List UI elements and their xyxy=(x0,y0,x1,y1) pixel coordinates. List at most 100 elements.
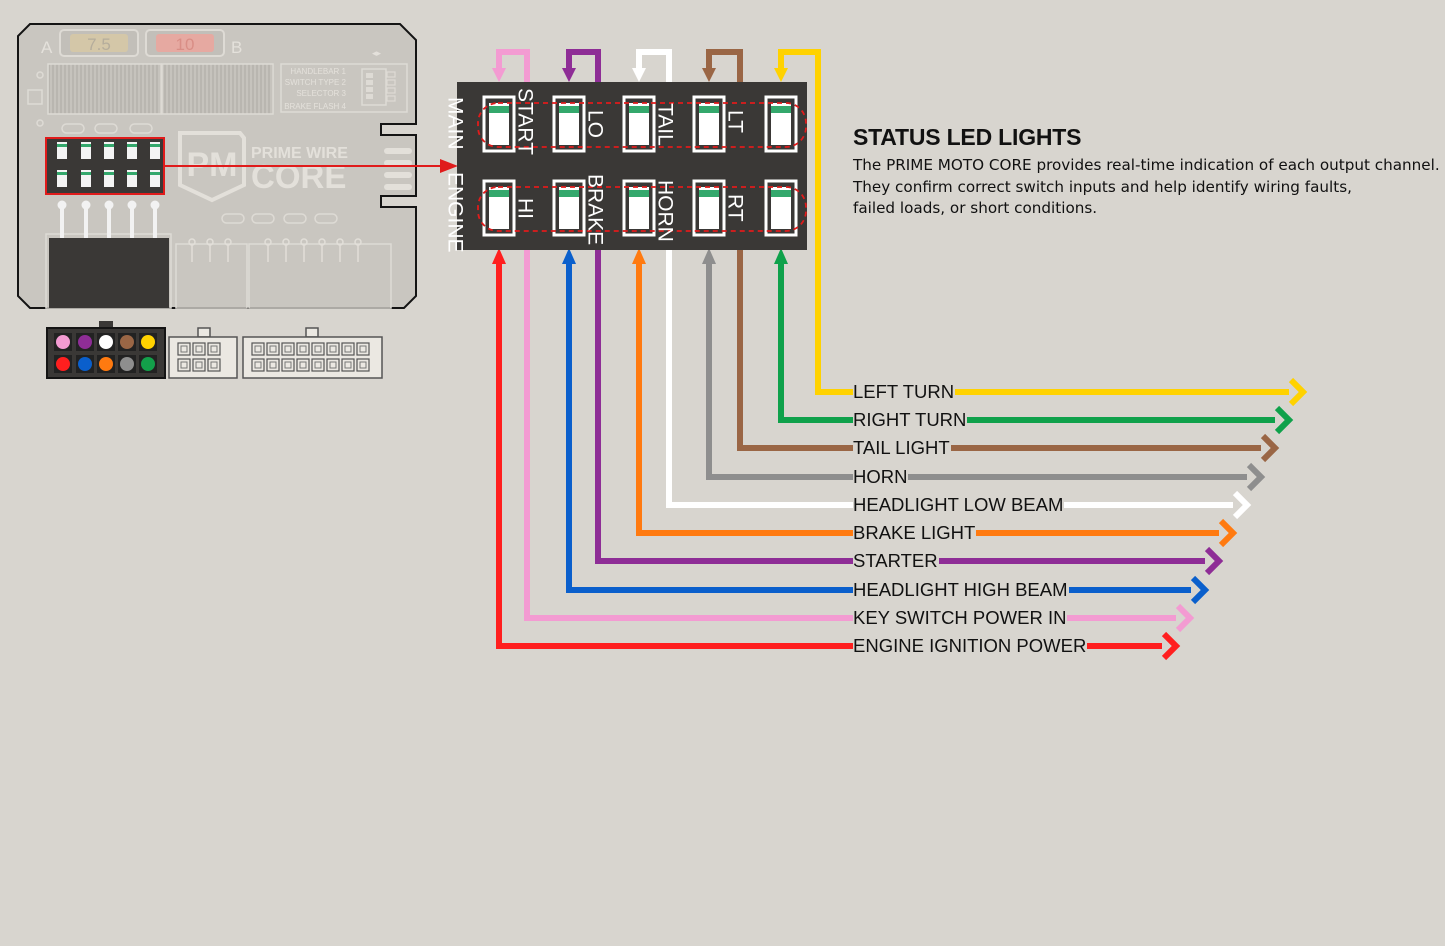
large-connector-cell-0-6 xyxy=(341,342,355,356)
aux-pin-4 xyxy=(282,238,290,246)
led-body-bottom-3 xyxy=(699,187,719,229)
connector-pin-top-0 xyxy=(56,335,70,349)
wire-8 xyxy=(496,49,1176,621)
aux-pin-7 xyxy=(336,238,344,246)
wire-6 xyxy=(566,49,1205,564)
connector-pin-top-4 xyxy=(141,335,155,349)
wire-label-key-switch: KEY SWITCH POWER IN xyxy=(853,607,1068,628)
connector-pin-bottom-1 xyxy=(78,357,92,371)
mini-led-top-3 xyxy=(127,142,137,159)
wire-entry-arrow-6 xyxy=(562,68,576,82)
status-line-1: The PRIME MOTO CORE provides real-time i… xyxy=(853,156,1440,174)
led-frame-bottom-1 xyxy=(552,179,586,237)
mini-led-top-0 xyxy=(57,142,67,159)
large-connector-cell-0-1 xyxy=(266,342,280,356)
wire-output-arrow-8 xyxy=(1175,603,1195,633)
dip-switch xyxy=(361,68,387,106)
logo: PM PRIME WIRE CORE xyxy=(178,131,348,203)
aux-pin-3 xyxy=(264,238,272,246)
large-connector-cell-0-7 xyxy=(356,342,370,356)
large-connector-cell-1-0 xyxy=(251,358,265,372)
led-frame-top-4 xyxy=(764,95,798,153)
switch-setting-4: BRAKE FLASH 4 xyxy=(284,102,346,111)
aux-pin-8 xyxy=(354,238,362,246)
led-body-bottom-2 xyxy=(629,187,649,229)
led-indicator-top-3 xyxy=(699,106,719,113)
status-line-2: They confirm correct switch inputs and h… xyxy=(853,177,1352,196)
wire-entry-arrow-9 xyxy=(492,248,506,264)
led-label-horn: HORN xyxy=(654,180,677,242)
large-connector-cell-1-4 xyxy=(311,358,325,372)
status-title: STATUS LED LIGHTS xyxy=(853,124,1082,150)
wire-entry-arrow-5 xyxy=(632,248,646,264)
aux-pin-6 xyxy=(318,238,326,246)
mini-led-bottom-3 xyxy=(127,170,137,187)
led-indicator-top-0 xyxy=(489,106,509,113)
led-body-top-3 xyxy=(699,103,719,145)
led-frame-top-2 xyxy=(622,95,656,153)
fuse-a-value: 7.5 xyxy=(87,35,111,54)
led-indicator-bottom-3 xyxy=(699,190,719,197)
wire-output-arrow-5 xyxy=(1218,518,1238,548)
led-indicator-bottom-2 xyxy=(629,190,649,197)
mini-led-indicator-top-1 xyxy=(81,144,91,147)
device-pin-1 xyxy=(81,200,91,210)
side-label-a: A xyxy=(41,38,53,57)
connector-housing xyxy=(49,238,169,308)
wire-entry-arrow-3 xyxy=(702,248,716,264)
wire-3 xyxy=(706,264,1247,480)
device-pin-4 xyxy=(150,200,160,210)
mini-led-top-1 xyxy=(81,142,91,159)
led-body-bottom-1 xyxy=(559,187,579,229)
small-connector-cell-0-0 xyxy=(177,342,191,356)
logo-top-text: PRIME WIRE xyxy=(251,145,348,162)
wire-5 xyxy=(636,264,1219,536)
large-connector-cell-1-6 xyxy=(341,358,355,372)
aux-pin-2 xyxy=(224,238,232,246)
small-connector-cell-1-2 xyxy=(207,358,221,372)
led-indicator-bottom-0 xyxy=(489,190,509,197)
arrows-icon: ◂▸ xyxy=(372,49,382,59)
wire-1 xyxy=(778,264,1275,423)
led-body-top-4 xyxy=(771,103,791,145)
wire-output-arrow-4 xyxy=(1232,490,1252,520)
led-label-lt: LT xyxy=(724,110,747,133)
led-body-top-1 xyxy=(559,103,579,145)
led-label-lo: LO xyxy=(584,110,607,138)
wire-output-arrow-6 xyxy=(1204,546,1224,576)
wire-label-left-turn: LEFT TURN xyxy=(853,381,956,402)
mini-led-indicator-bottom-1 xyxy=(81,172,91,175)
led-label-tail: TAIL xyxy=(654,103,677,146)
mini-led-indicator-bottom-4 xyxy=(150,172,160,175)
mini-led-indicator-bottom-3 xyxy=(127,172,137,175)
switch-setting-1: HANDLEBAR 1 xyxy=(290,67,346,76)
led-frame-bottom-4 xyxy=(764,179,798,237)
mini-led-indicator-top-4 xyxy=(150,144,160,147)
large-connector-cell-0-4 xyxy=(311,342,325,356)
logo-bottom-text: CORE xyxy=(251,158,346,195)
small-connector-cell-1-1 xyxy=(192,358,206,372)
wire-output-arrow-7 xyxy=(1190,575,1210,605)
large-connector-cell-1-2 xyxy=(281,358,295,372)
led-indicator-top-2 xyxy=(629,106,649,113)
led-row-highlight-bottom xyxy=(477,186,807,232)
led-frame-bottom-3 xyxy=(692,179,726,237)
connector-pin-bottom-3 xyxy=(120,357,134,371)
large-connector-cell-1-5 xyxy=(326,358,340,372)
led-body-bottom-4 xyxy=(771,187,791,229)
vent-right xyxy=(161,63,274,115)
vent-left xyxy=(47,63,162,115)
large-connector-cell-1-7 xyxy=(356,358,370,372)
large-connector-cell-0-2 xyxy=(281,342,295,356)
wire-label-tail-light: TAIL LIGHT xyxy=(853,437,951,458)
led-frame-top-0 xyxy=(482,95,516,153)
small-connector-cell-0-1 xyxy=(192,342,206,356)
wire-entry-arrow-7 xyxy=(562,248,576,264)
mini-led-top-2 xyxy=(104,142,114,159)
led-indicator-bottom-4 xyxy=(771,190,791,197)
wire-label-right-turn: RIGHT TURN xyxy=(853,409,968,430)
connector-pin-bottom-0 xyxy=(56,357,70,371)
switch-setting-2: SWITCH TYPE 2 xyxy=(285,78,347,87)
fuse-b-value: 10 xyxy=(176,35,195,54)
switch-setting-3: SELECTOR 3 xyxy=(296,89,346,98)
